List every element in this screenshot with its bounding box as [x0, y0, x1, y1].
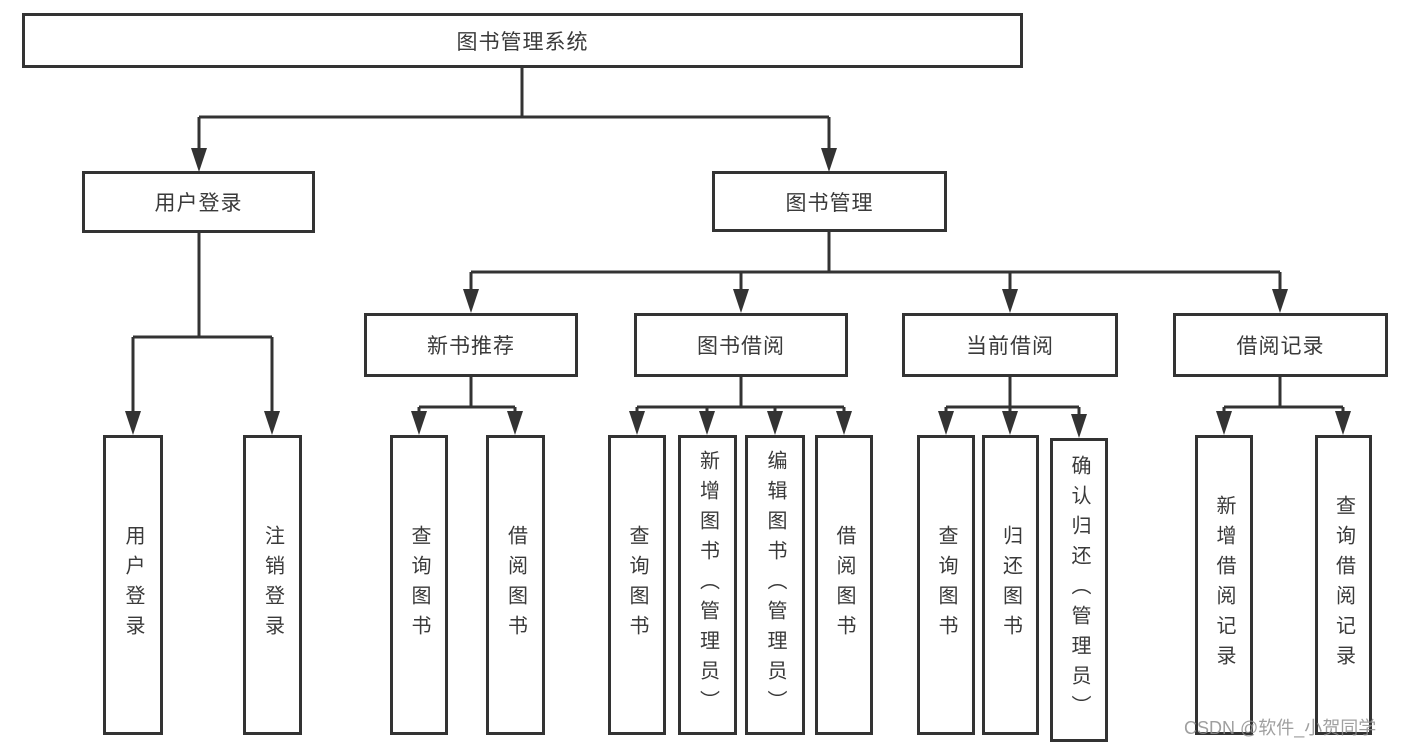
leaf-recommend-query-books: 查询图书 — [390, 435, 448, 735]
node-book-management: 图书管理 — [712, 171, 947, 232]
leaf-current-return-books-label: 归还图书 — [999, 525, 1022, 645]
arrowhead-icons — [125, 148, 1351, 438]
leaf-borrow-query-books-label: 查询图书 — [626, 525, 648, 645]
arrowhead-icon — [125, 411, 141, 435]
node-root-system: 图书管理系统 — [22, 13, 1023, 68]
leaf-current-confirm-return-admin-label: 确认归还（管理员） — [1068, 455, 1090, 725]
node-user-login: 用户登录 — [82, 171, 315, 233]
arrowhead-icon — [1002, 289, 1018, 313]
leaf-recommend-borrow-books: 借阅图书 — [486, 435, 545, 735]
arrowhead-icon — [264, 411, 280, 435]
arrowhead-icon — [733, 289, 749, 313]
arrowhead-icon — [507, 411, 523, 435]
arrowhead-icon — [1071, 414, 1087, 438]
leaf-current-confirm-return-admin: 确认归还（管理员） — [1050, 438, 1108, 742]
leaf-recommend-query-books-label: 查询图书 — [408, 525, 430, 645]
arrowhead-icon — [821, 148, 837, 172]
arrowhead-icon — [938, 411, 954, 435]
arrowhead-icon — [629, 411, 645, 435]
node-book-borrow: 图书借阅 — [634, 313, 848, 377]
arrowhead-icon — [767, 411, 783, 435]
node-borrow-records: 借阅记录 — [1173, 313, 1388, 377]
leaf-borrow-query-books: 查询图书 — [608, 435, 666, 735]
node-new-book-recommend: 新书推荐 — [364, 313, 578, 377]
leaf-borrow-add-books-admin-label: 新增图书（管理员） — [696, 450, 719, 720]
arrowhead-icon — [1272, 289, 1288, 313]
arrowhead-icon — [191, 148, 207, 172]
leaf-borrow-borrow-books-label: 借阅图书 — [833, 525, 855, 645]
leaf-borrow-borrow-books: 借阅图书 — [815, 435, 873, 735]
leaf-borrow-add-books-admin: 新增图书（管理员） — [678, 435, 737, 735]
leaf-current-query-books: 查询图书 — [917, 435, 975, 735]
leaf-borrow-edit-books-admin: 编辑图书（管理员） — [745, 435, 805, 735]
arrowhead-icon — [411, 411, 427, 435]
leaf-current-return-books: 归还图书 — [982, 435, 1039, 735]
arrowhead-icon — [699, 411, 715, 435]
leaf-records-add-record-label: 新增借阅记录 — [1213, 495, 1235, 675]
node-current-borrow: 当前借阅 — [902, 313, 1118, 377]
leaf-records-query-record: 查询借阅记录 — [1315, 435, 1372, 735]
arrowhead-icon — [463, 289, 479, 313]
arrowhead-icon — [836, 411, 852, 435]
csdn-watermark: CSDN @软件_小贺同学 — [1184, 718, 1377, 738]
leaf-user-login: 用户登录 — [103, 435, 163, 735]
arrowhead-icon — [1335, 411, 1351, 435]
leaf-borrow-edit-books-admin-label: 编辑图书（管理员） — [764, 450, 786, 720]
leaf-user-login-label: 用户登录 — [122, 525, 144, 645]
leaf-current-query-books-label: 查询图书 — [935, 525, 957, 645]
leaf-records-query-record-label: 查询借阅记录 — [1332, 495, 1355, 675]
arrowhead-icon — [1216, 411, 1232, 435]
leaf-records-add-record: 新增借阅记录 — [1195, 435, 1253, 735]
leaf-logout-label: 注销登录 — [261, 525, 284, 645]
arrowhead-icon — [1002, 411, 1018, 435]
leaf-logout: 注销登录 — [243, 435, 302, 735]
leaf-recommend-borrow-books-label: 借阅图书 — [504, 525, 527, 645]
